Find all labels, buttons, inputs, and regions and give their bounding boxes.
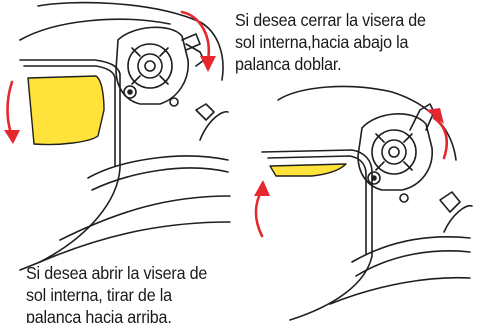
close-caption-line-3: palanca doblar. [235,53,426,75]
arrow-up-front [256,190,262,236]
arrow-up-lever [434,118,447,158]
open-caption-line-1: Si desea abrir la visera de [26,262,207,284]
close-caption-line-1: Si desea cerrar la visera de [235,9,426,31]
arrow-head-up-lever [426,108,444,124]
sun-visor [270,164,346,176]
close-caption-line-2: sol interna,hacia abajo la [235,31,426,53]
open-visor-caption: Si desea abrir la visera de sol interna,… [26,262,207,323]
chin-bar [352,237,470,262]
open-caption-line-3: palanca hacia arriba. [26,306,207,323]
close-visor-caption: Si desea cerrar la visera de sol interna… [235,9,426,75]
open-caption-line-2: sol interna, tirar de la [26,284,207,306]
arrow-head-up-front [254,180,270,196]
lever-mechanism [358,114,432,190]
